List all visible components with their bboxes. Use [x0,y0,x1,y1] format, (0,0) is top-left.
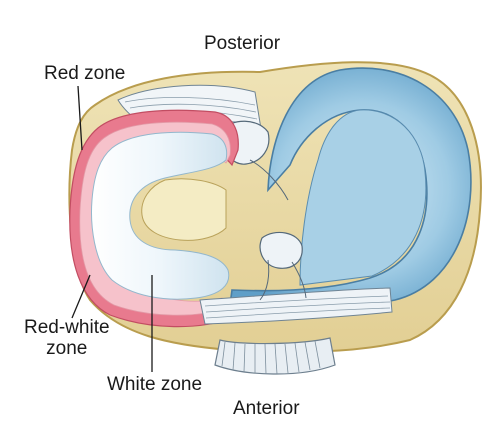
posterior-label: Posterior [204,33,281,54]
red-white-zone-label-line2: zone [46,337,88,359]
red-white-zone-leader [71,274,91,319]
red-zone-label: Red zone [44,63,126,84]
medial-inner-notch [141,178,227,241]
lateral-meniscus-inner [299,109,427,286]
red-white-zone-label: Red-white zone [24,317,110,360]
white-zone [91,131,230,300]
lateral-meniscus [229,67,472,309]
red-white-zone-label-line1: Red-white [24,317,110,338]
anterior-ligament [259,231,303,269]
red-zone-leader [77,85,83,151]
white-zone-label: White zone [107,374,203,395]
anterior-label: Anterior [233,398,300,419]
